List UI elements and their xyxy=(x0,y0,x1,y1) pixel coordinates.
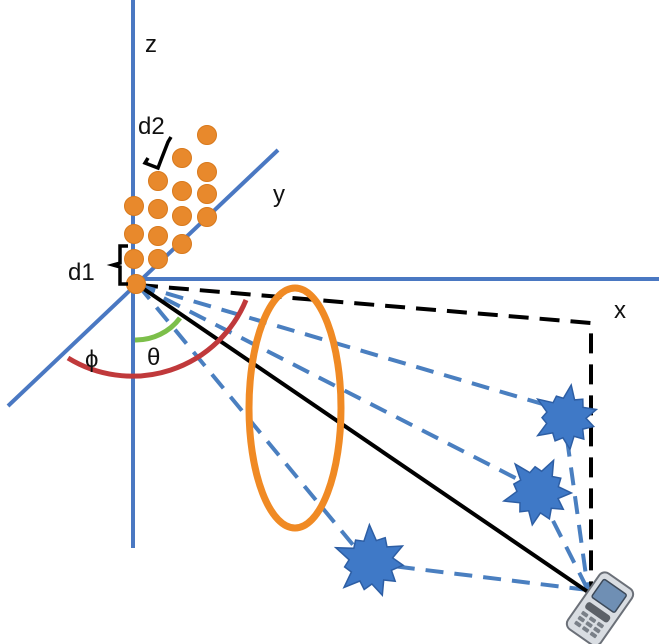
d2-label: d2 xyxy=(138,113,165,140)
array-element xyxy=(172,234,192,254)
d1-bracket xyxy=(106,244,128,286)
scatterer-icon xyxy=(501,458,574,527)
ray-to-scatterer-3 xyxy=(136,283,370,565)
array-element xyxy=(124,249,144,269)
scatterers xyxy=(333,382,599,597)
array-element xyxy=(172,181,192,201)
array-element xyxy=(197,184,217,204)
mobile-phone-icon xyxy=(565,571,635,644)
array-element xyxy=(148,199,168,219)
d2-bracket xyxy=(142,136,173,171)
scatterer-icon xyxy=(333,522,405,597)
array-element xyxy=(148,226,168,246)
ray-scatterer-3-to-phone xyxy=(367,561,589,592)
array-element xyxy=(124,196,144,216)
y-axis-label: y xyxy=(273,181,285,208)
array-element xyxy=(197,162,217,182)
array-element xyxy=(148,249,168,269)
scatterer-icon xyxy=(535,382,599,451)
d1-label: d1 xyxy=(68,259,95,286)
x-axis-label: x xyxy=(614,297,626,324)
ellipse-ring xyxy=(245,284,345,532)
theta-label: θ xyxy=(147,344,160,371)
z-axis-label: z xyxy=(145,31,157,58)
ray-to-scatterer-2 xyxy=(137,283,536,490)
array-element xyxy=(197,125,217,145)
array-element xyxy=(197,207,217,227)
antenna-array xyxy=(124,125,217,294)
theta-arc xyxy=(134,316,182,343)
ray-to-scatterer-1 xyxy=(137,283,564,412)
phi-label: ϕ xyxy=(85,346,98,373)
phi-arc xyxy=(66,299,249,379)
array-element xyxy=(172,148,192,168)
reference-array-element xyxy=(126,274,146,294)
array-element xyxy=(148,171,168,191)
line-of-sight xyxy=(136,283,590,594)
projection-lines xyxy=(137,283,593,590)
array-element xyxy=(124,224,144,244)
array-element xyxy=(172,206,192,226)
